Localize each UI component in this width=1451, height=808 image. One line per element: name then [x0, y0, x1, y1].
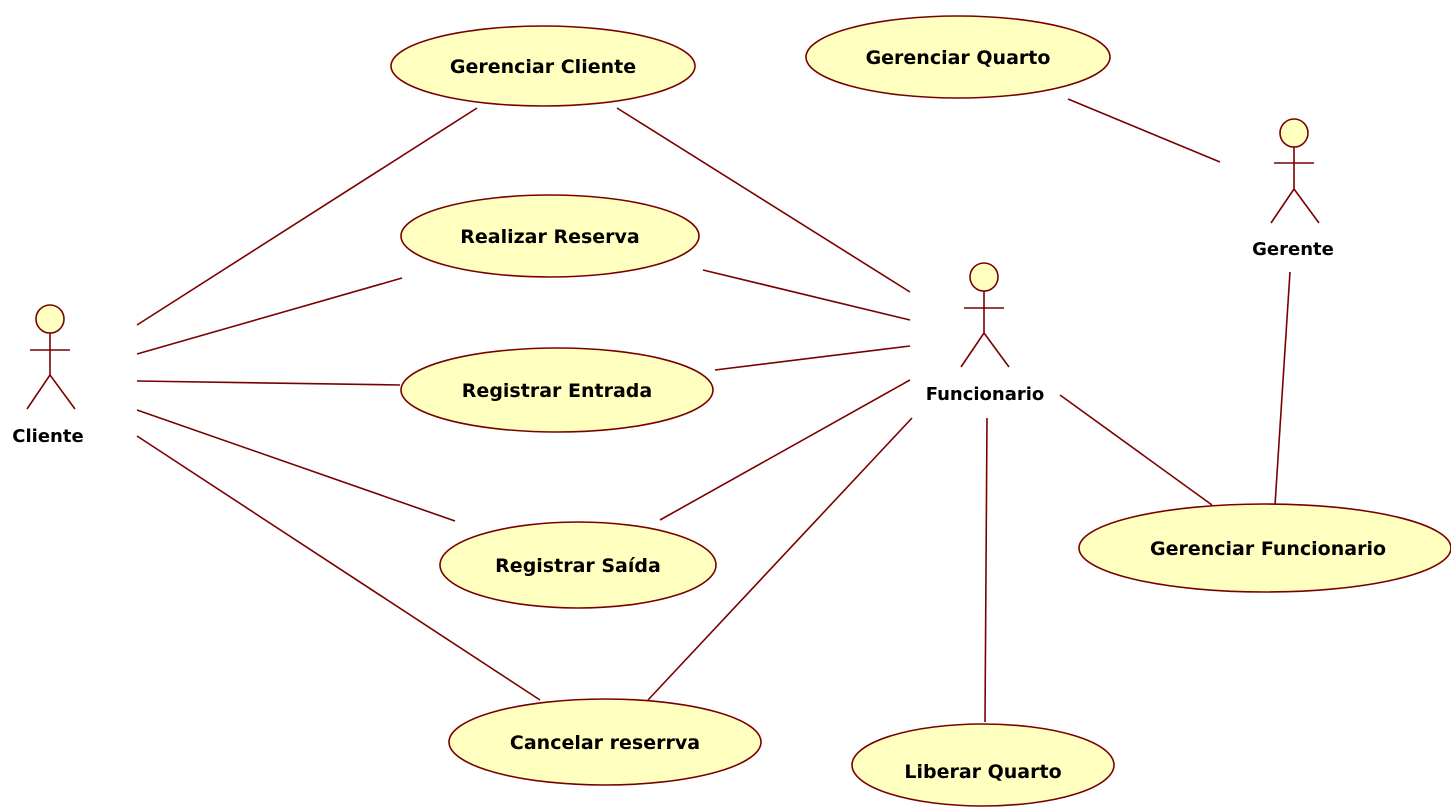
assoc-funcionario-liberar-quarto	[984, 417, 988, 723]
assoc-funcionario-gerenciar-funcionario	[1059, 394, 1213, 506]
assoc-gerente-gerenciar-quarto	[1067, 98, 1221, 163]
use-case-liberar-quarto[interactable]: Liberar Quarto	[851, 723, 1115, 807]
assoc-gerente-gerenciar-funcionario	[1274, 271, 1291, 506]
use-case-ellipse	[1078, 503, 1451, 593]
actor-label: Cliente	[12, 426, 83, 447]
actor-label: Gerente	[1252, 239, 1334, 260]
use-case-realizar-reserva[interactable]: Realizar Reserva	[400, 194, 700, 278]
stick-figure-icon	[960, 262, 1010, 368]
use-case-ellipse	[805, 15, 1111, 99]
use-case-registrar-entrada[interactable]: Registrar Entrada	[400, 347, 714, 433]
use-case-ellipse	[439, 521, 717, 609]
use-case-label: Realizar Reserva	[460, 226, 640, 248]
use-case-gerenciar-funcionario[interactable]: Gerenciar Funcionario	[1078, 503, 1451, 593]
use-case-gerenciar-quarto[interactable]: Gerenciar Quarto	[805, 15, 1111, 99]
use-case-gerenciar-cliente[interactable]: Gerenciar Cliente	[390, 25, 696, 107]
actor-funcionario[interactable]: Funcionario	[926, 262, 1045, 405]
use-case-label: Registrar Entrada	[462, 380, 652, 402]
assoc-funcionario-realizar-reserva	[702, 269, 911, 321]
stick-figure-icon	[26, 304, 76, 410]
assoc-funcionario-registrar-saida	[659, 379, 911, 521]
use-case-ellipse	[400, 347, 714, 433]
actor-label: Funcionario	[926, 384, 1045, 405]
use-case-label: Registrar Saída	[495, 555, 661, 577]
use-case-label: Gerenciar Quarto	[866, 47, 1051, 69]
assoc-funcionario-gerenciar-cliente	[616, 107, 911, 293]
use-case-label: Liberar Quarto	[904, 761, 1061, 783]
use-case-ellipse	[448, 698, 762, 786]
use-case-registrar-saida[interactable]: Registrar Saída	[439, 521, 717, 609]
actor-cliente[interactable]: Cliente	[12, 304, 84, 447]
assoc-cliente-registrar-entrada	[136, 380, 401, 386]
use-case-label: Cancelar reserrva	[510, 732, 700, 754]
use-case-cancelar-reserva[interactable]: Cancelar reserrva	[448, 698, 762, 786]
use-case-label: Gerenciar Cliente	[450, 56, 636, 78]
use-case-ellipse	[390, 25, 696, 107]
assoc-cliente-registrar-saida	[136, 409, 456, 522]
use-case-ellipse	[851, 723, 1115, 807]
actor-gerente[interactable]: Gerente	[1252, 118, 1334, 260]
assoc-cliente-cancelar-reserva	[136, 435, 541, 701]
assoc-funcionario-registrar-entrada	[714, 345, 911, 371]
use-case-label: Gerenciar Funcionario	[1150, 538, 1386, 560]
assoc-funcionario-cancelar-reserva	[647, 417, 913, 701]
use-case-ellipse	[400, 194, 700, 278]
assoc-cliente-realizar-reserva	[136, 277, 403, 355]
stick-figure-icon	[1270, 118, 1320, 224]
assoc-cliente-gerenciar-cliente	[136, 107, 478, 326]
associations	[136, 98, 1291, 723]
